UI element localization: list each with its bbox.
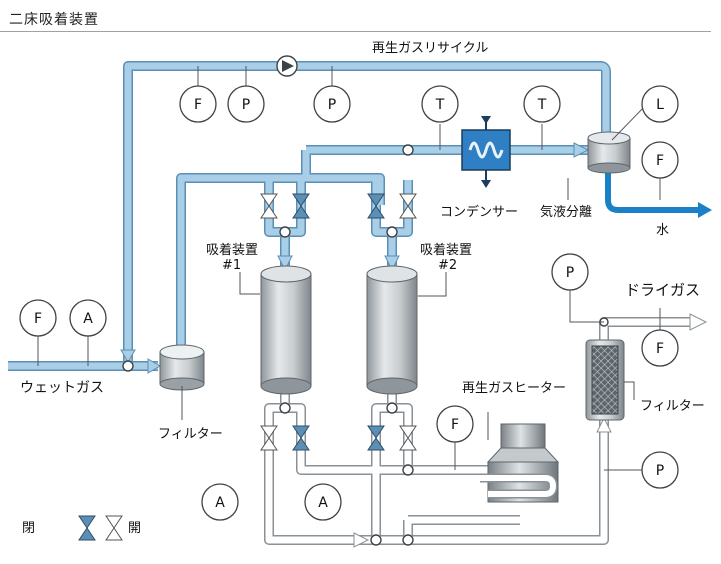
adsorber-2 <box>366 265 418 395</box>
instrument-letter: F <box>656 341 664 357</box>
instrument-letter: F <box>656 153 664 169</box>
instrument-drygas-pressure: P <box>551 253 589 291</box>
instrument-group: F P P T T L F F A P F F P A A <box>19 85 679 521</box>
page-title: 二床吸着装置 <box>9 12 99 28</box>
instrument-wetgas-flow: F <box>19 299 57 337</box>
instrument-water-flow: F <box>641 141 679 179</box>
valve-ad2-out-left <box>367 425 385 451</box>
adsorber2-number: #2 <box>438 258 457 273</box>
outlet-filter <box>585 339 625 421</box>
valve-ad2-in-right <box>399 193 417 219</box>
legend-closed-valve <box>78 515 96 541</box>
adsorber1-number: #1 <box>222 258 241 273</box>
instrument-letter: A <box>215 495 225 511</box>
dry-flow-arrows <box>353 313 708 548</box>
diagram-labels: 再生ガスリサイクル コンデンサー 気液分離 水 吸着装置 #1 吸着装置 #2 … <box>20 41 705 536</box>
valve-ad1-in-right <box>292 193 310 219</box>
instrument-drygas-flow: F <box>641 329 679 367</box>
condenser-label: コンデンサー <box>440 204 518 220</box>
legend-open-label: 開 <box>128 521 141 536</box>
instrument-letter: T <box>435 97 445 113</box>
legend-closed-label: 閉 <box>22 521 35 536</box>
separator-vessel <box>587 131 631 174</box>
valve-ad1-in-left <box>260 193 278 219</box>
instrument-letter: L <box>656 97 664 113</box>
regen-recycle-label: 再生ガスリサイクル <box>372 41 488 56</box>
water-arrow <box>698 202 712 218</box>
instrument-outlet-pressure: P <box>641 451 679 489</box>
instrument-letter: P <box>328 97 336 113</box>
instrument-separator-level: L <box>641 85 679 123</box>
water-label: 水 <box>656 223 669 238</box>
instrument-outlet-analyzer-1: A <box>201 483 239 521</box>
adsorber-1 <box>260 265 312 395</box>
valve-ad1-out-right <box>292 425 310 451</box>
legend-open-valve <box>105 515 123 541</box>
recycle-blower <box>276 55 298 77</box>
instrument-condenser-inlet-temp: T <box>421 85 459 123</box>
inlet-filter-label: フィルター <box>158 427 223 442</box>
separator-label: 気液分離 <box>540 204 592 220</box>
regen-heater <box>480 423 560 503</box>
instrument-letter: F <box>34 311 42 327</box>
instrument-recycle-pressure-2: P <box>313 85 351 123</box>
inlet-filter <box>159 344 205 391</box>
instrument-letter: F <box>194 97 202 113</box>
instrument-letter: P <box>656 463 664 479</box>
adsorber1-label: 吸着装置 <box>206 242 258 258</box>
instrument-letter: T <box>537 97 547 113</box>
title-divider <box>0 31 711 32</box>
valve-ad2-out-right <box>399 425 417 451</box>
instrument-wetgas-analyzer: A <box>69 299 107 337</box>
instrument-recycle-pressure-1: P <box>227 85 265 123</box>
instrument-outlet-analyzer-2: A <box>304 483 342 521</box>
pipe-junctions <box>122 144 609 546</box>
adsorber2-label: 吸着装置 <box>420 242 472 258</box>
instrument-letter: P <box>242 97 250 113</box>
regen-heater-label: 再生ガスヒーター <box>462 381 566 396</box>
condenser <box>461 116 511 188</box>
outlet-filter-label: フィルター <box>640 399 705 414</box>
wet-flow-arrows <box>120 142 590 374</box>
instrument-heater-flow: F <box>436 405 474 443</box>
dry-gas-label: ドライガス <box>625 281 700 299</box>
instrument-letter: P <box>566 265 574 281</box>
valve-ad1-out-left <box>260 425 278 451</box>
instrument-recycle-flow: F <box>179 85 217 123</box>
wet-gas-label: ウェットガス <box>20 380 104 396</box>
valve-ad2-in-left <box>367 193 385 219</box>
instrument-letter: A <box>83 311 93 327</box>
instrument-letter: A <box>318 495 328 511</box>
instrument-condenser-outlet-temp: T <box>523 85 561 123</box>
water-line <box>605 168 700 213</box>
valve-group <box>260 193 417 451</box>
instrument-letter: F <box>451 417 459 433</box>
